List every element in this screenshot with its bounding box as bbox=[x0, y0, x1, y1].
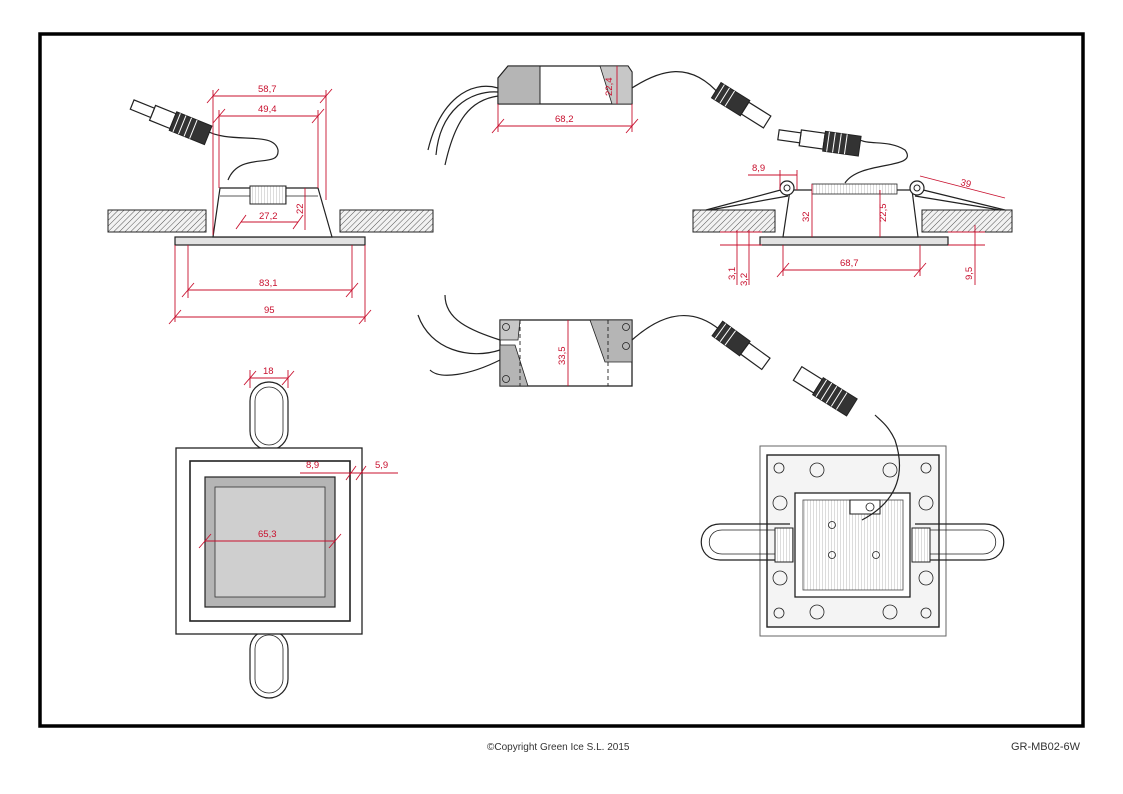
spring-clip-top bbox=[249, 381, 289, 451]
drawing-frame bbox=[38, 32, 1085, 728]
connector-plug bbox=[129, 99, 213, 146]
dim-22: 22 bbox=[295, 203, 306, 214]
dim-8-9-right: 8,9 bbox=[752, 163, 765, 174]
rear-view-connector bbox=[792, 365, 858, 417]
dim-18: 18 bbox=[263, 366, 274, 377]
driver-output-connector bbox=[710, 81, 772, 129]
dim-9-5: 9,5 bbox=[964, 267, 975, 280]
driver-top-view: 33,5 bbox=[417, 294, 771, 387]
dim-49-4: 49,4 bbox=[258, 104, 277, 115]
side-section-view: 58,7 49,4 27,2 22 83,1 95 bbox=[107, 84, 434, 325]
right-side-view: 8,9 39 32 22,5 3,1 3,2 68,7 9,5 bbox=[692, 129, 1013, 286]
dim-83-1: 83,1 bbox=[259, 278, 278, 289]
front-view: 18 8,9 5,9 65,3 bbox=[175, 366, 398, 699]
dim-95: 95 bbox=[264, 305, 275, 316]
ceiling-right-right-view bbox=[921, 209, 1013, 233]
heat-sink-fins bbox=[249, 185, 287, 205]
dim-33-5: 33,5 bbox=[557, 347, 568, 366]
ceiling-right bbox=[339, 209, 434, 233]
dim-5-9: 5,9 bbox=[375, 460, 388, 471]
dim-68-7: 68,7 bbox=[840, 258, 859, 269]
dim-65-3: 65,3 bbox=[258, 529, 277, 540]
driver-side-view: 68,2 22,4 bbox=[427, 65, 772, 166]
copyright-notice: ©Copyright Green Ice S.L. 2015 bbox=[487, 742, 630, 753]
drawing-reference: GR-MB02-6W bbox=[1010, 741, 1080, 753]
dim-39: 39 bbox=[959, 177, 972, 190]
ceiling-left bbox=[107, 209, 207, 233]
ceiling-left-right-view bbox=[692, 209, 776, 233]
flange-right-view bbox=[759, 236, 949, 246]
dim-22-4: 22,4 bbox=[604, 78, 615, 97]
dim-8-9-front: 8,9 bbox=[306, 460, 319, 471]
dim-27-2: 27,2 bbox=[259, 211, 278, 222]
dim-3-2: 3,2 bbox=[739, 273, 750, 286]
right-view-connector bbox=[777, 129, 862, 157]
spring-clip-bottom bbox=[249, 629, 289, 699]
dim-22-5: 22,5 bbox=[878, 204, 889, 223]
dim-3-1: 3,1 bbox=[727, 267, 738, 280]
flange bbox=[174, 236, 366, 246]
dim-58-7: 58,7 bbox=[258, 84, 277, 95]
rear-view bbox=[700, 365, 1005, 637]
dim-68-2: 68,2 bbox=[555, 114, 574, 125]
driver-top-connector bbox=[711, 320, 771, 371]
dim-32: 32 bbox=[801, 211, 812, 222]
